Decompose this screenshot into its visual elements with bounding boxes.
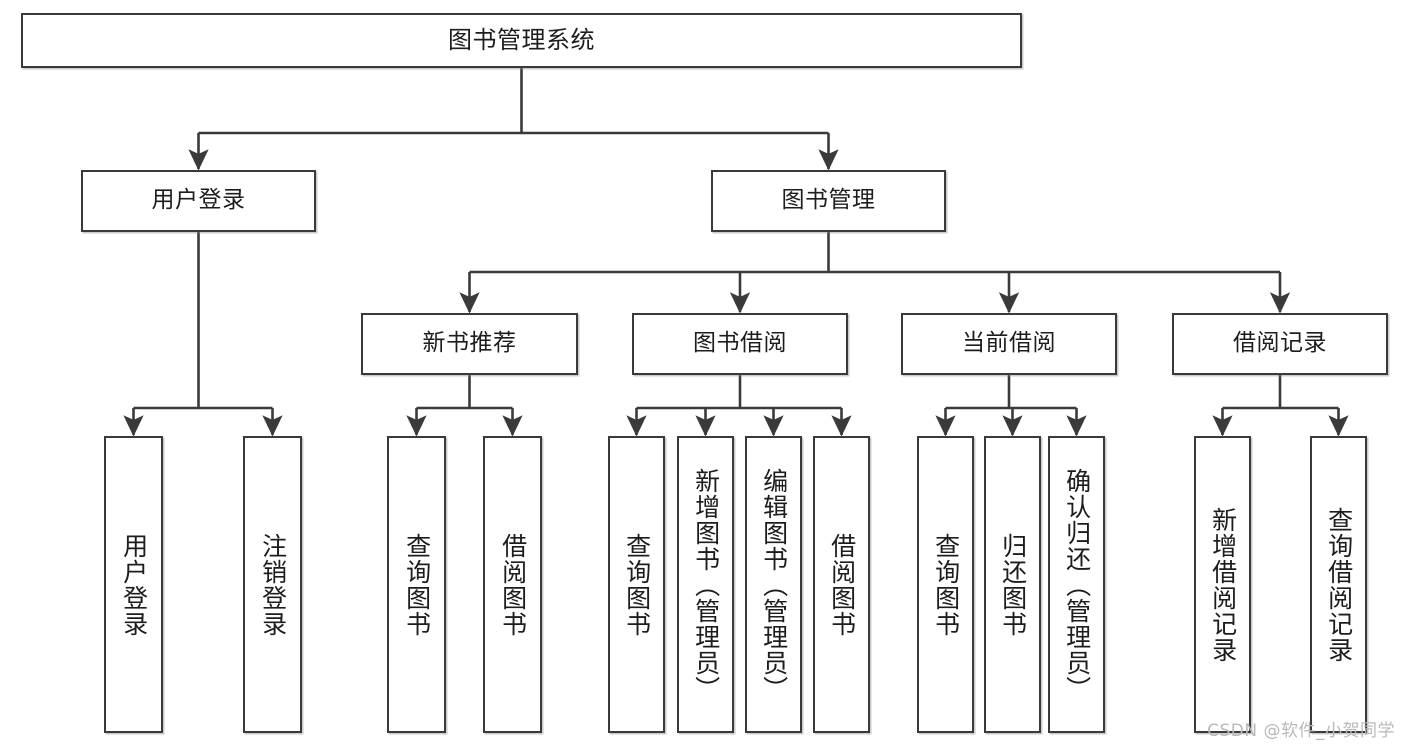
node-leaf-logout[interactable]: 注销登录 — [243, 436, 302, 733]
node-label: 新增图书（管理员） — [691, 467, 721, 702]
node-book-manage[interactable]: 图书管理 — [711, 170, 946, 232]
node-leaf-add-book[interactable]: 新增图书（管理员） — [677, 436, 734, 733]
node-borrow-record[interactable]: 借阅记录 — [1172, 313, 1388, 375]
node-leaf-return-book[interactable]: 归还图书 — [984, 436, 1041, 733]
node-label: 图书借阅 — [693, 330, 787, 357]
node-book-borrow[interactable]: 图书借阅 — [632, 313, 848, 375]
node-current-borrow[interactable]: 当前借阅 — [901, 313, 1117, 375]
node-leaf-borrow-book-rec[interactable]: 借阅图书 — [483, 436, 542, 733]
node-label: 用户登录 — [151, 187, 246, 214]
node-leaf-borrow-book[interactable]: 借阅图书 — [813, 436, 870, 733]
node-label: 图书管理 — [781, 187, 876, 214]
node-label: 编辑图书（管理员） — [759, 467, 789, 702]
node-label: 用户登录 — [119, 532, 149, 637]
node-leaf-confirm-return[interactable]: 确认归还（管理员） — [1048, 436, 1105, 733]
node-leaf-query-book-borrow[interactable]: 查询图书 — [608, 436, 665, 733]
node-label: 借阅图书 — [498, 532, 528, 637]
node-root[interactable]: 图书管理系统 — [21, 13, 1022, 68]
node-label: 归还图书 — [998, 532, 1028, 637]
node-label: 新书推荐 — [422, 330, 517, 357]
node-leaf-user-login[interactable]: 用户登录 — [104, 436, 163, 733]
csdn-watermark: CSDN @软件_小贺同学 — [1207, 721, 1395, 741]
node-leaf-query-book-cur[interactable]: 查询图书 — [917, 436, 974, 733]
node-label: 借阅图书 — [827, 532, 857, 637]
node-label: 新增借阅记录 — [1208, 506, 1238, 663]
node-label: 查询图书 — [931, 532, 961, 637]
node-user-login[interactable]: 用户登录 — [81, 170, 316, 232]
node-leaf-query-record[interactable]: 查询借阅记录 — [1310, 436, 1367, 733]
node-leaf-edit-book[interactable]: 编辑图书（管理员） — [745, 436, 802, 733]
node-label: 查询图书 — [402, 532, 432, 637]
node-label: 查询借阅记录 — [1324, 506, 1354, 663]
node-label: 当前借阅 — [962, 330, 1056, 357]
node-label: 注销登录 — [258, 532, 288, 637]
node-label: 图书管理系统 — [448, 26, 595, 55]
node-label: 借阅记录 — [1233, 330, 1327, 357]
node-label: 查询图书 — [622, 532, 652, 637]
node-leaf-add-record[interactable]: 新增借阅记录 — [1194, 436, 1251, 733]
node-leaf-query-book-rec[interactable]: 查询图书 — [387, 436, 446, 733]
node-new-book-rec[interactable]: 新书推荐 — [361, 313, 578, 375]
node-label: 确认归还（管理员） — [1062, 467, 1092, 702]
